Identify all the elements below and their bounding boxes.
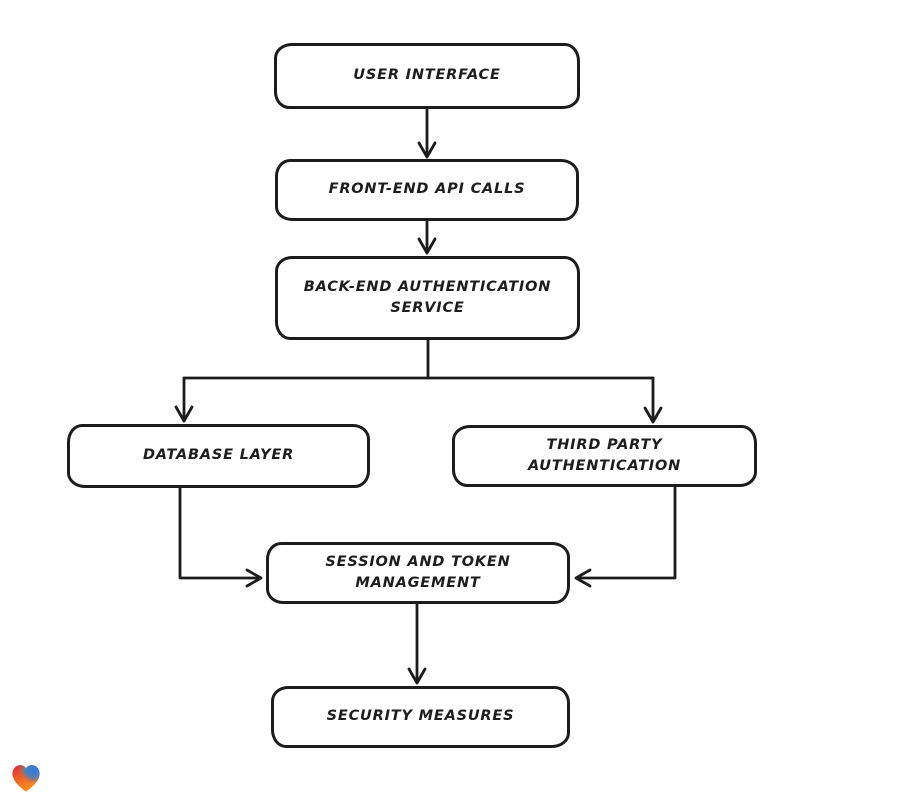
node-label: THIRD PARTY AUTHENTICATION [527, 436, 682, 474]
edge-front-end-to-back-end [417, 220, 437, 255]
node-session-and-token-management: SESSION AND TOKEN MANAGEMENT [266, 542, 570, 604]
node-database-layer: DATABASE LAYER [67, 424, 370, 488]
heart-icon[interactable] [9, 761, 43, 794]
node-security-measures: SECURITY MEASURES [271, 686, 570, 748]
node-front-end-api-calls: FRONT-END API CALLS [275, 159, 579, 221]
node-label: SESSION AND TOKEN MANAGEMENT [325, 553, 511, 591]
node-label: DATABASE LAYER [142, 447, 295, 464]
node-label: FRONT-END API CALLS [328, 181, 526, 198]
edge-session-to-security [407, 602, 427, 685]
node-user-interface: USER INTERFACE [274, 43, 580, 109]
node-label: USER INTERFACE [353, 67, 501, 84]
edge-third-party-to-session [574, 485, 677, 588]
node-label: SECURITY MEASURES [326, 708, 515, 725]
edge-user-interface-to-front-end [417, 108, 437, 159]
node-back-end-authentication-service: BACK-END AUTHENTICATION SERVICE [275, 256, 580, 340]
edge-database-to-session [178, 486, 263, 588]
edge-back-end-branch [174, 338, 663, 424]
node-third-party-authentication: THIRD PARTY AUTHENTICATION [452, 425, 757, 487]
node-label: BACK-END AUTHENTICATION SERVICE [303, 278, 552, 316]
